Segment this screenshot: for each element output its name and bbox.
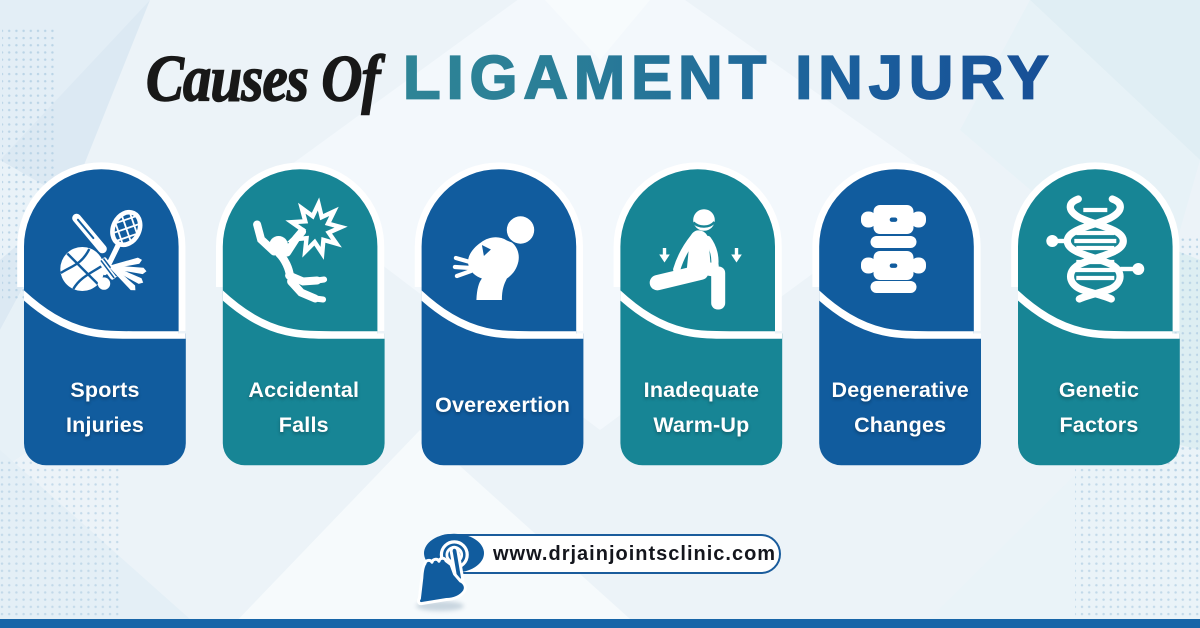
svg-text:LIGAMENT INJURY: LIGAMENT INJURY xyxy=(403,44,1055,113)
svg-text:Causes Of: Causes Of xyxy=(146,42,385,115)
